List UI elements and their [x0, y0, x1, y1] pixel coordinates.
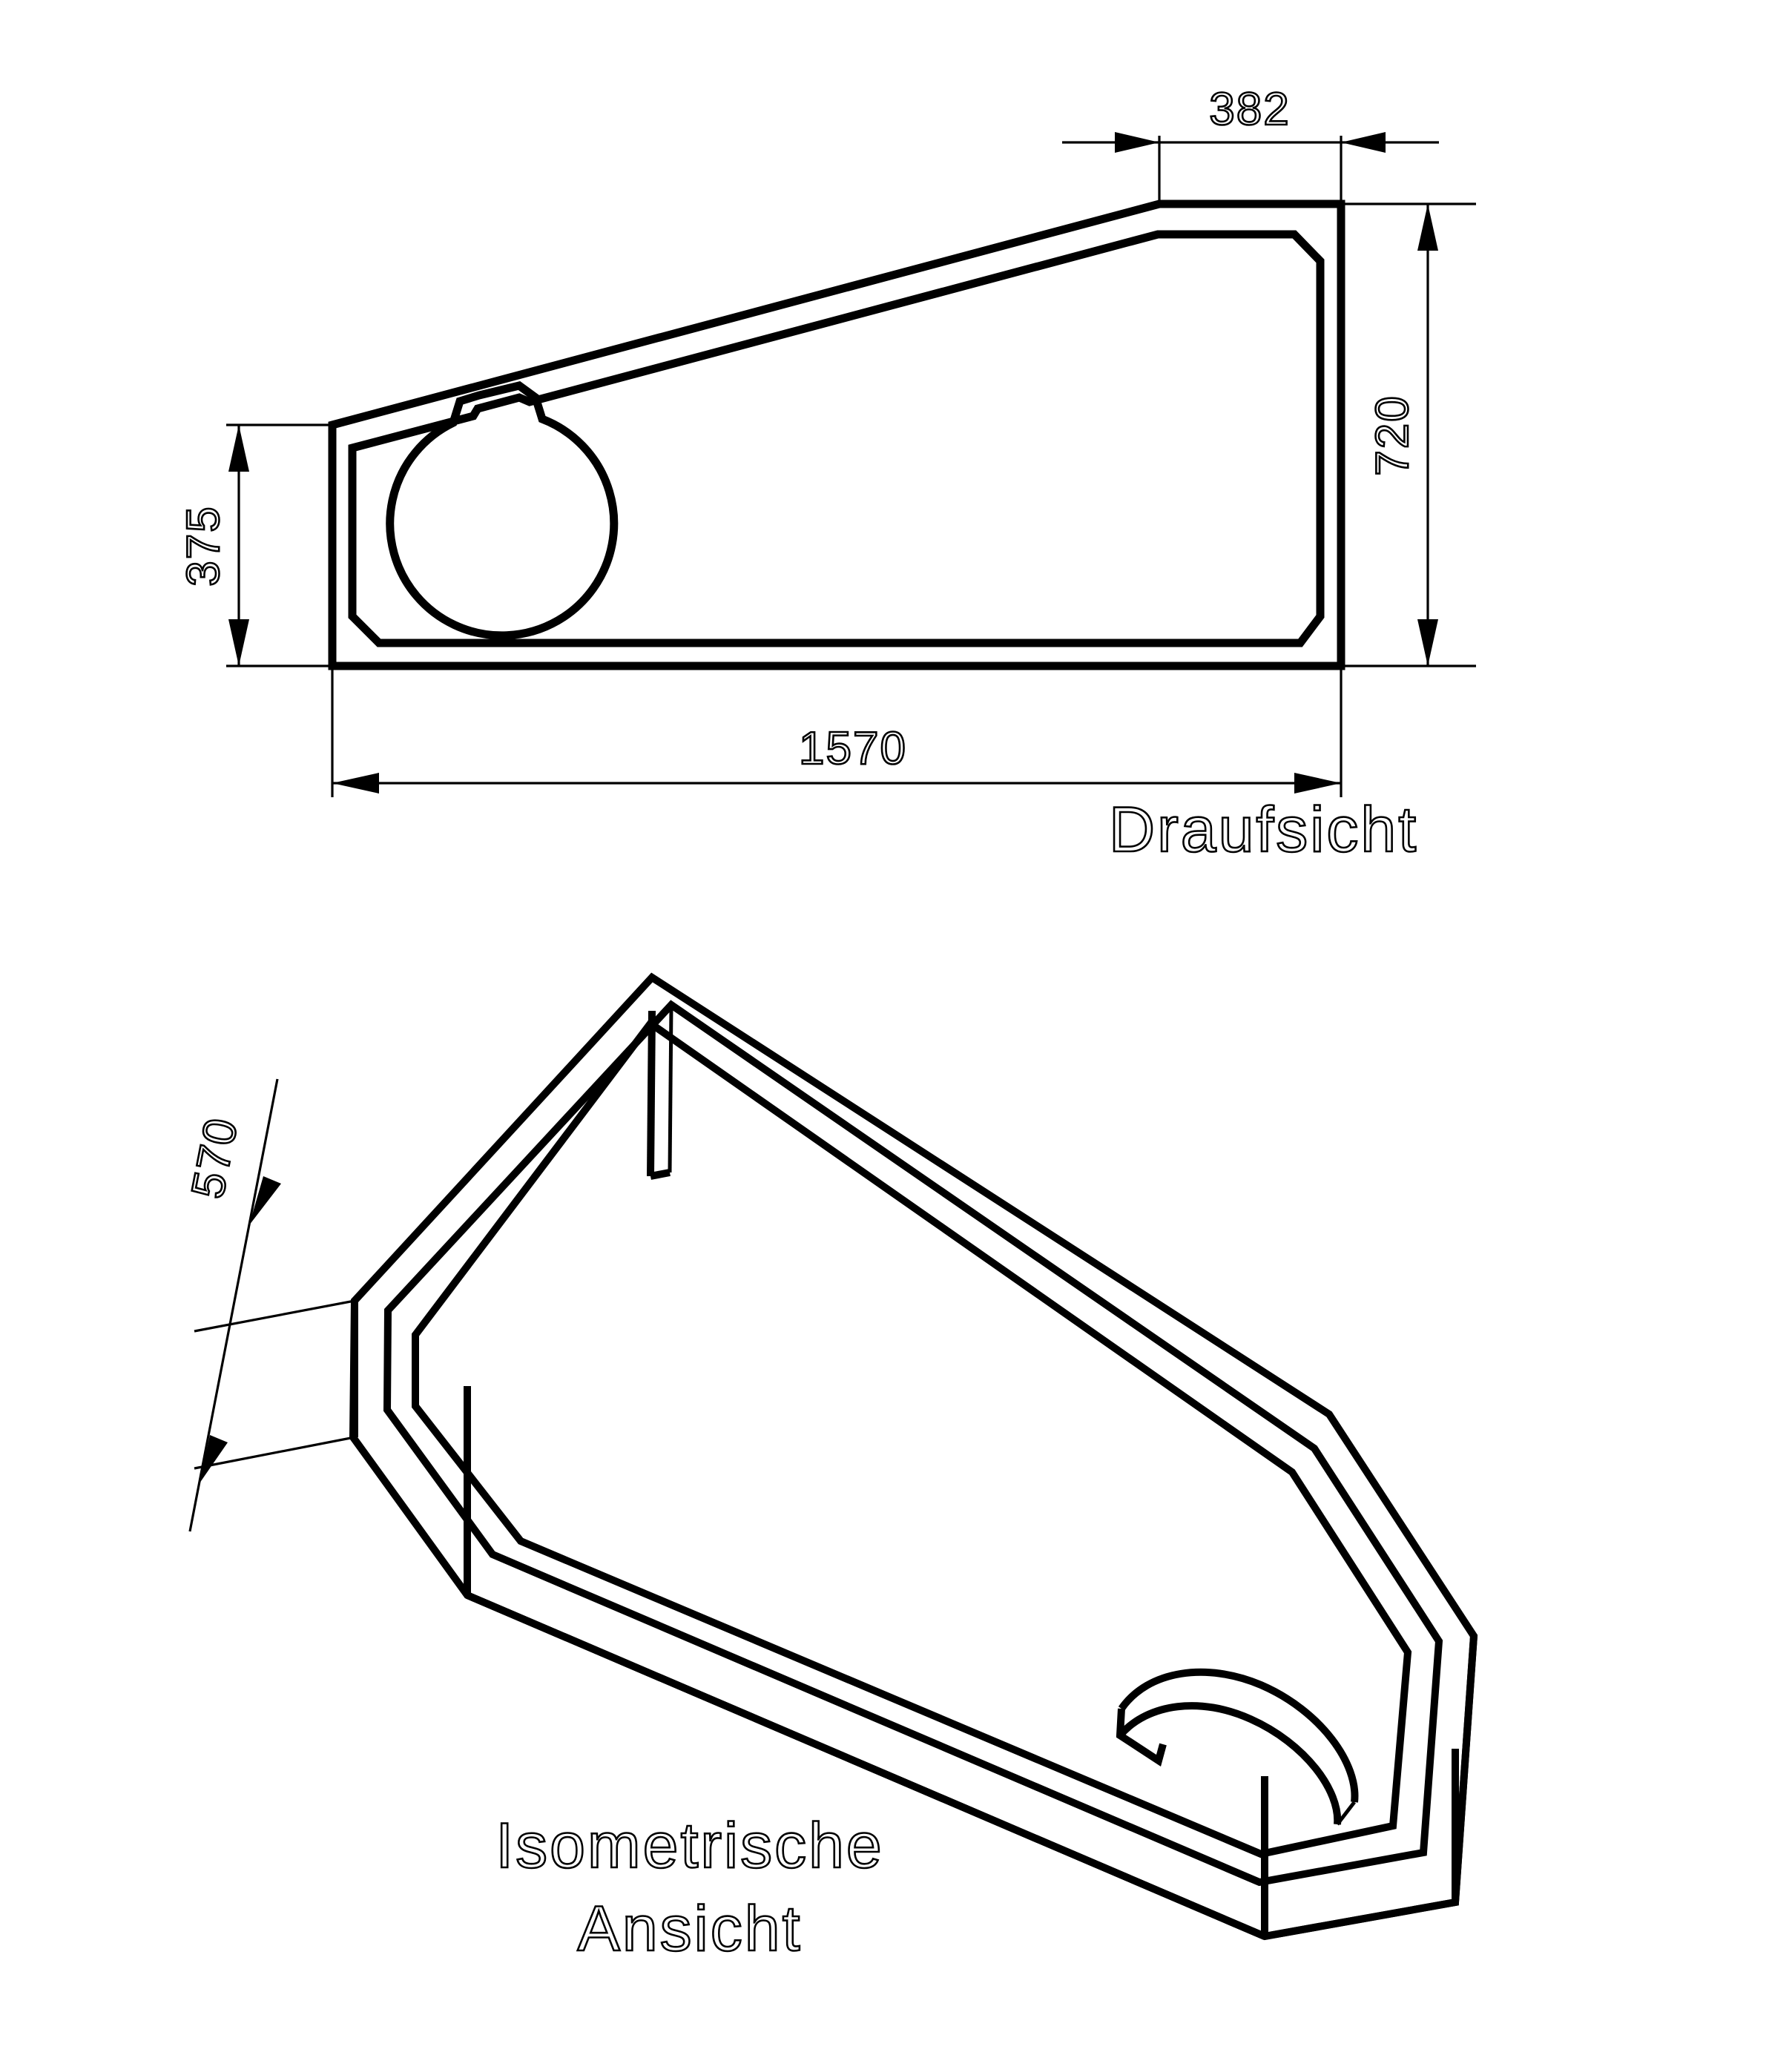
dim-720-arrow-top: [1417, 204, 1438, 251]
dimension-375: 375: [177, 423, 329, 667]
iso-drain-right-close: [1336, 1801, 1356, 1826]
dimension-382: 382: [1062, 83, 1439, 202]
top-view-drain-feature: [386, 381, 619, 640]
dim-382-arrow-right: [1341, 132, 1386, 153]
dim-375-label: 375: [178, 505, 229, 586]
top-view-outer-contour: [328, 199, 1345, 670]
iso-right-bottom-outline: [1264, 1635, 1478, 1940]
dim-570-arrow-bottom: [200, 1435, 228, 1483]
dim-375-arrow-top: [228, 425, 249, 472]
iso-view-title-line1: Isometrische: [495, 1810, 884, 1881]
drain-circle-icon: [386, 381, 619, 640]
iso-apex-vertical-edge-c: [650, 1169, 671, 1180]
dimension-720: 720: [1344, 202, 1476, 667]
iso-front-bottom-edge: [466, 1591, 1266, 1940]
iso-drain-inner-arc: [1117, 1702, 1342, 1825]
dim-570-ext-bottom: [194, 1436, 355, 1470]
iso-drain-feature: [1116, 1668, 1359, 1826]
dim-720-label: 720: [1367, 395, 1418, 475]
iso-inner-cavity-rim: [383, 1000, 1443, 1887]
iso-outer-top-rim: [349, 972, 1478, 1941]
dim-382-arrow-left: [1115, 132, 1159, 153]
iso-apex-vertical-edge-a: [647, 1010, 656, 1177]
top-view-title: Draufsicht: [1109, 794, 1418, 865]
iso-drain-notch: [1116, 1708, 1167, 1767]
dimension-1570: 1570: [331, 669, 1343, 797]
dim-382-label: 382: [1209, 84, 1290, 135]
dim-1570-arrow-right: [1294, 773, 1341, 794]
dim-1570-arrow-left: [332, 773, 379, 794]
dim-570-line: [188, 1078, 279, 1532]
dim-720-arrow-bottom: [1417, 619, 1438, 666]
dim-570-ext-top: [194, 1299, 355, 1333]
iso-drain-outer-arc: [1118, 1668, 1359, 1803]
isometric-view-group: 570 Isometrische Ansicht: [181, 972, 1478, 1965]
dimension-570: 570: [181, 1078, 355, 1532]
top-view-group: 382 720 375: [177, 83, 1476, 866]
top-view-inner-contour: [348, 230, 1325, 647]
dim-375-arrow-bottom: [228, 619, 249, 666]
iso-apex-vertical-edge-b: [668, 1004, 673, 1173]
dim-1570-label: 1570: [799, 723, 907, 774]
dim-570-arrow-top: [249, 1176, 281, 1225]
iso-view-title-line2: Ansicht: [577, 1893, 802, 1965]
dim-570-label: 570: [182, 1113, 248, 1203]
